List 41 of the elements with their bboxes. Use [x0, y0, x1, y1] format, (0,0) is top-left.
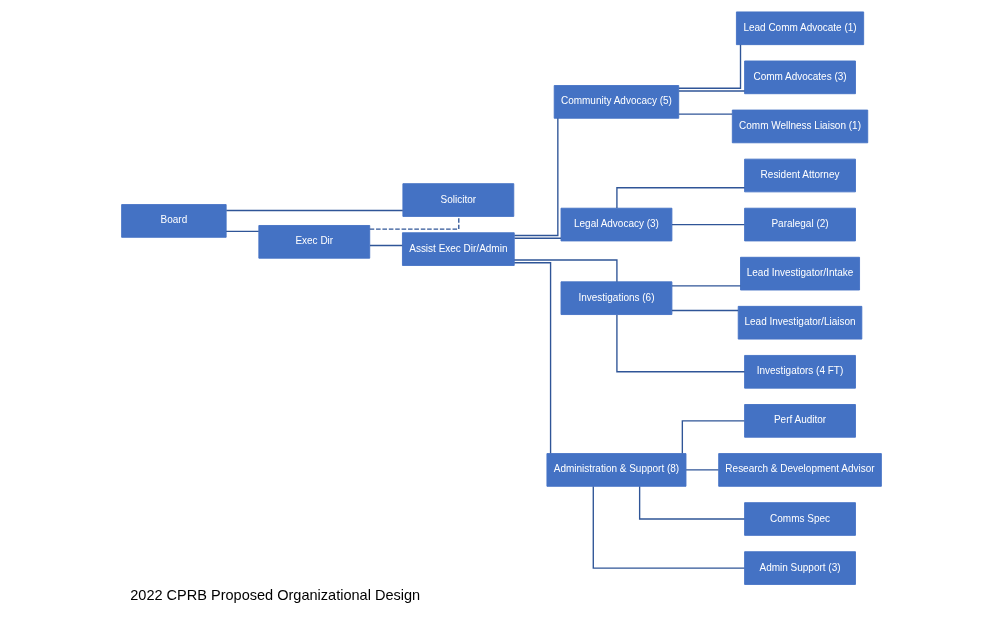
connector — [513, 237, 562, 239]
node-box: Solicitor — [401, 183, 514, 217]
connector — [681, 420, 745, 454]
node-box: Comm Advocates (3) — [743, 60, 856, 95]
connector — [368, 215, 459, 230]
connector — [684, 469, 719, 471]
node-box: Community Advocacy (5) — [553, 85, 679, 119]
node-box: Research & Development Advisor — [717, 453, 882, 487]
node-box: Exec Dir — [257, 225, 370, 259]
node-box: Investigators (4 FT) — [743, 355, 856, 389]
node-box: Perf Auditor — [743, 404, 856, 438]
node-box: Board — [120, 204, 227, 238]
connector — [592, 485, 745, 569]
node-box: Lead Investigator/Intake — [739, 256, 860, 291]
connector — [513, 259, 618, 283]
node-box: Paralegal (2) — [743, 207, 856, 242]
connector — [638, 485, 745, 520]
connector — [677, 90, 745, 92]
connector — [368, 244, 403, 247]
node-box: Assist Exec Dir/Admin — [401, 232, 515, 266]
diagram-title: 2022 CPRB Proposed Organizational Design — [129, 586, 420, 603]
connector — [677, 44, 741, 89]
connector — [225, 230, 259, 233]
connector — [670, 309, 739, 312]
connector — [677, 113, 733, 115]
node-box: Legal Advocacy (3) — [560, 207, 672, 242]
connector — [513, 117, 558, 237]
node-box: Lead Investigator/Liaison — [737, 305, 862, 340]
node-box: Lead Comm Advocate (1) — [735, 11, 864, 46]
connector — [670, 223, 745, 226]
node-box: Administration & Support (8) — [546, 453, 686, 487]
connector — [225, 209, 403, 212]
connector — [615, 187, 745, 209]
node-box: Admin Support (3) — [743, 551, 856, 585]
connector — [513, 262, 551, 454]
node-box: Resident Attorney — [743, 158, 856, 193]
node-box: Comms Spec — [743, 502, 856, 536]
node-box: Investigations (6) — [560, 281, 672, 315]
connector — [670, 285, 741, 287]
connector — [615, 314, 745, 373]
node-box: Comm Wellness Liaison (1) — [731, 109, 868, 144]
